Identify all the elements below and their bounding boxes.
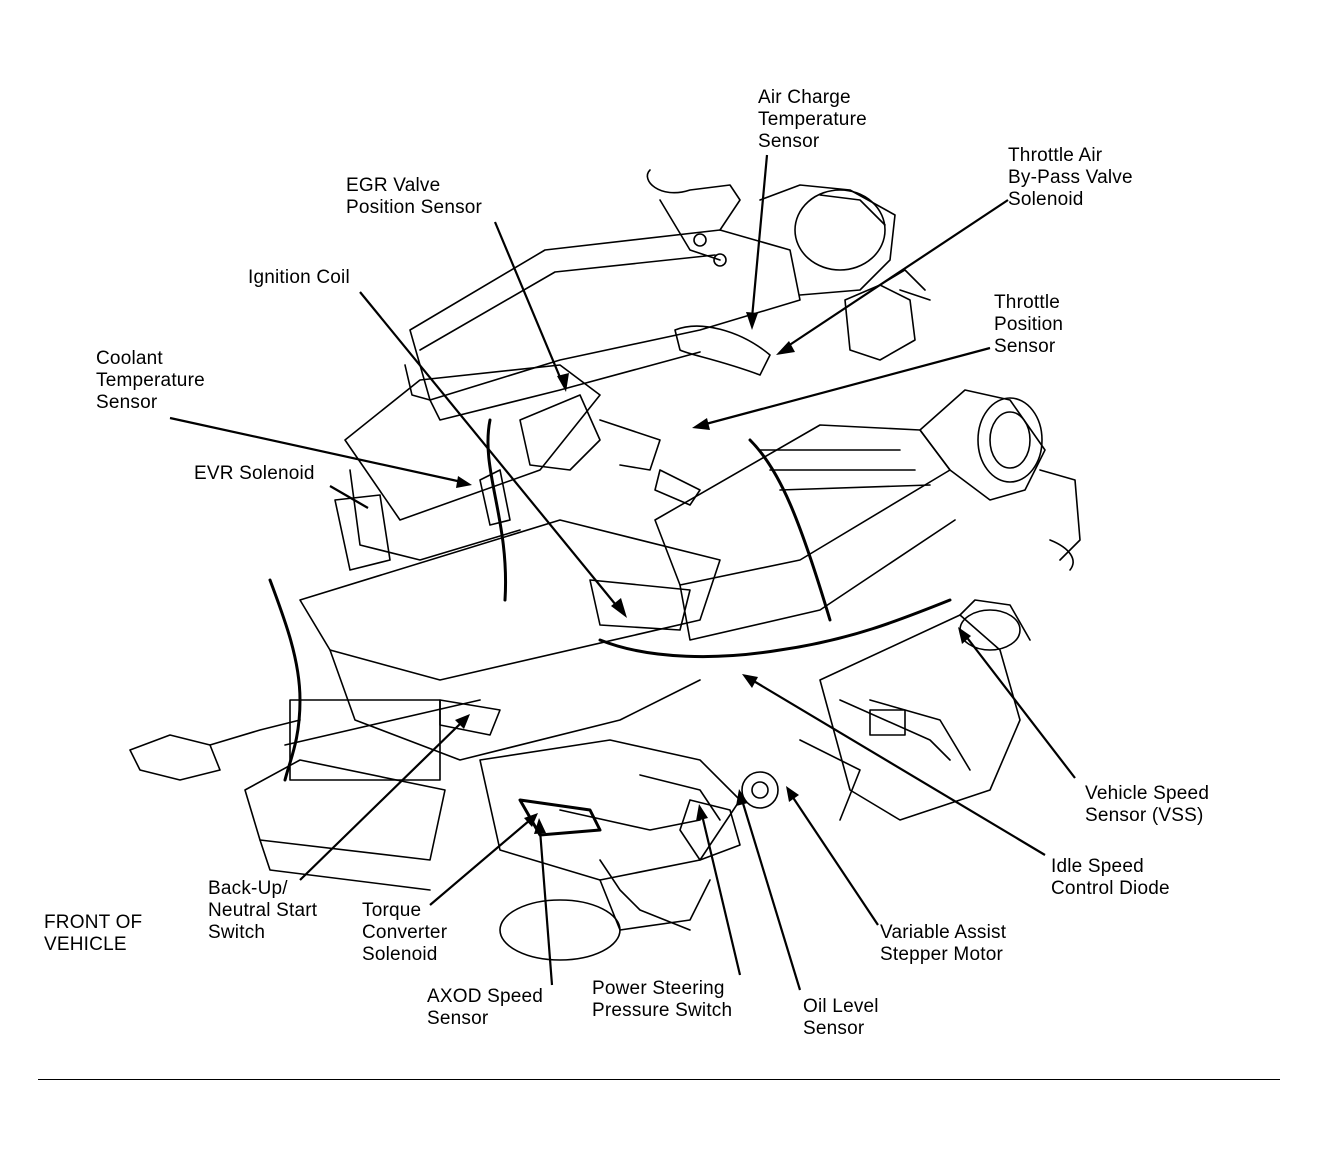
label-idle-speed-control-diode: Idle Speed Control Diode (1051, 856, 1170, 899)
bottom-divider (38, 1079, 1280, 1080)
label-air-charge-temperature-sensor: Air Charge Temperature Sensor (758, 87, 867, 152)
label-front-of-vehicle: FRONT OF VEHICLE (44, 912, 143, 955)
leader-egr-valve-position-sensor (493, 221, 564, 383)
label-throttle-air-bypass-valve-solenoid: Throttle Air By-Pass Valve Solenoid (1008, 145, 1133, 210)
leader-torque-converter-solenoid (429, 819, 531, 906)
leader-coolant-temperature-sensor (169, 416, 463, 484)
label-power-steering-pressure-switch: Power Steering Pressure Switch (592, 978, 733, 1021)
label-axod-speed-sensor: AXOD Speed Sensor (427, 986, 544, 1029)
leader-back-up-neutral-start-switch (299, 721, 463, 881)
leader-variable-assist-stepper-motor (791, 795, 879, 926)
leader-oil-level-sensor (740, 799, 802, 991)
label-torque-converter-solenoid: Torque Converter Solenoid (362, 900, 448, 965)
label-back-up-neutral-start-switch: Back-Up/ Neutral Start Switch (208, 878, 318, 943)
label-evr-solenoid: EVR Solenoid (194, 463, 315, 484)
leader-power-steering-pressure-switch (700, 814, 742, 976)
label-ignition-coil: Ignition Coil (248, 267, 350, 288)
leader-vehicle-speed-sensor (964, 634, 1076, 779)
leader-idle-speed-control-diode (751, 679, 1046, 856)
leader-throttle-air-bypass-valve-solenoid (784, 199, 1009, 349)
leader-throttle-position-sensor (701, 346, 991, 427)
label-oil-level-sensor: Oil Level Sensor (803, 996, 879, 1039)
label-throttle-position-sensor: Throttle Position Sensor (994, 292, 1064, 357)
label-coolant-temperature-sensor: Coolant Temperature Sensor (96, 348, 205, 413)
leader-evr-solenoid (329, 485, 369, 509)
leader-air-charge-temperature-sensor (750, 154, 769, 319)
label-vehicle-speed-sensor: Vehicle Speed Sensor (VSS) (1085, 783, 1210, 826)
leader-axod-speed-sensor (538, 829, 554, 986)
label-egr-valve-position-sensor: EGR Valve Position Sensor (346, 175, 483, 218)
leader-ignition-coil (359, 291, 621, 611)
label-variable-assist-stepper-motor: Variable Assist Stepper Motor (880, 922, 1007, 965)
